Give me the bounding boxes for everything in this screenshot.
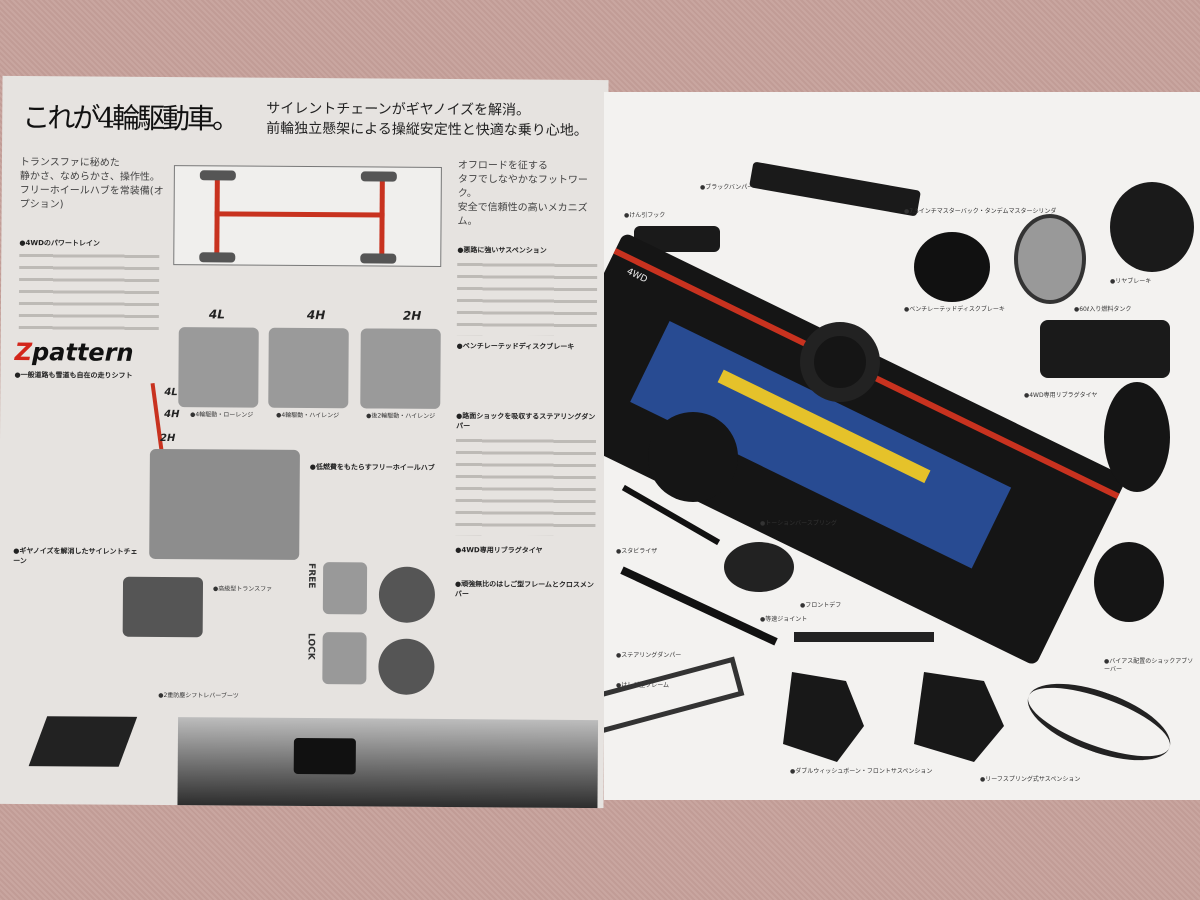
part-label: ●4WD専用リブラグタイヤ (1024, 392, 1098, 399)
subtitle-2: 前輪独立懸架による操縦安定性と快適な乗り心地。 (266, 120, 588, 139)
mode-label: ●後2輪駆動・ハイレンジ (366, 412, 436, 420)
part-label: ●ブラックバンパー (700, 184, 754, 191)
section-heading: ●ベンチレーテッドディスクブレーキ (456, 342, 575, 351)
part-label: ●フロントデフ (800, 602, 842, 609)
front-diff-image (724, 542, 794, 592)
z-pattern-4l: 4L (164, 387, 178, 399)
section-heading: ●低燃費をもたらすフリーホイールハブ (309, 463, 435, 472)
transfer-4l-image (178, 327, 259, 408)
lead-line: オフロードを征する (457, 160, 548, 172)
brochure-left-page: これが4輪駆動車。 サイレントチェーンがギヤノイズを解消。 前輪独立懸架による操… (0, 75, 609, 809)
part-label: ●バイアス配置のショックアブソーバー (1104, 658, 1194, 673)
fuel-tank-image (1040, 320, 1170, 378)
lead-line: フリーホイールハブを常装備(オプション) (19, 185, 164, 211)
tire-front-left (648, 412, 738, 502)
part-label: ●7.5インチマスターバック・タンデムマスターシリンダ (904, 208, 1057, 215)
tire-rear (1094, 542, 1164, 622)
truck-badge: 4WD (624, 266, 649, 286)
part-label: ●等速ジョイント (760, 616, 808, 623)
transfer-case-image (149, 448, 300, 560)
transfer-label: ●高級型トランスファ (212, 585, 273, 593)
section-heading: ●一般道路も雪道も自在の走りシフト (14, 370, 133, 380)
zpattern-logo: Zpattern (14, 337, 134, 367)
part-label: ●スタビライザ (616, 548, 658, 555)
gear-label-4l: 4L (208, 307, 225, 322)
part-label: ●トーションバースプリング (760, 520, 837, 527)
hub-knob-lock-icon (378, 638, 435, 695)
hub-lock-label: LOCK (305, 633, 316, 660)
subtitle-1: サイレントチェーンがギヤノイズを解消。 (266, 100, 531, 119)
part-label: ●リヤブレーキ (1110, 278, 1152, 285)
leaf-spring-image (1018, 668, 1180, 776)
section-heading: ●路面ショックを吸収するステアリングダンパー (456, 412, 596, 431)
hub-free-image (322, 562, 368, 615)
master-cylinder-image (914, 232, 990, 302)
body-text (455, 435, 597, 537)
night-road-photo (177, 717, 599, 809)
mode-label: ●4輪駆動・ローレンジ (190, 411, 254, 419)
hub-knob-free-icon (378, 566, 436, 623)
hub-lock-image (322, 632, 367, 685)
mode-label: ●4輪駆動・ハイレンジ (276, 411, 340, 420)
section-heading: ●ギヤノイズを解消したサイレントチェーン (13, 546, 138, 566)
boot-label: ●2重防塵シフトレバーブーツ (158, 691, 239, 700)
rib-tire-image (1104, 382, 1170, 492)
lead-line: タフでしなやかなフットワーク。 (457, 174, 588, 200)
shift-lever-image (28, 716, 138, 767)
lead-line: 安全で信頼性の高いメカニズム。 (457, 202, 588, 228)
section-heading: ●4WD専用リブラグタイヤ (455, 546, 543, 555)
front-suspension-right-image (914, 672, 1004, 762)
body-text (456, 259, 598, 337)
transfer-2h-image (360, 328, 441, 409)
gear-label-2h: 2H (402, 308, 422, 323)
part-label: ●ステアリングダンパー (616, 652, 682, 659)
truck-photo-small (293, 737, 356, 775)
rear-brake-image (1110, 182, 1194, 272)
section-heading: ●4WDのパワートレイン (19, 239, 100, 248)
front-suspension-left-image (783, 672, 864, 762)
gear-label-4h: 4H (306, 308, 326, 323)
part-label: ●60ℓ入り燃料タンク (1074, 306, 1132, 313)
page-title: これが4輪駆動車。 (22, 101, 238, 136)
brochure-right-page: ●ブラックバンパー ●けん引フック 4WD ●7.5インチマスターバック・タンデ… (604, 92, 1200, 800)
lead-text-transfer: トランスファに秘めた 静かさ、なめらかさ、操作性。 フリーホイールハブを常装備(… (20, 156, 166, 213)
z-pattern-4h: 4H (164, 409, 180, 421)
black-bumper-image (749, 161, 921, 217)
tire-front (800, 322, 880, 402)
part-label: ●リーフスプリング式サスペンション (980, 776, 1081, 783)
chassis-diagram (173, 165, 442, 267)
lead-line: 静かさ、なめらかさ、操作性。 (19, 171, 160, 183)
part-label: ●けん引フック (624, 212, 666, 219)
silent-chain-image (122, 576, 204, 638)
ladder-frame-image (604, 656, 745, 768)
transfer-4h-image (268, 327, 349, 409)
part-label: ●はしご型フレーム (616, 682, 670, 689)
section-heading: ●頑強無比のはしご型フレームとクロスメンバー (454, 580, 594, 599)
lead-line: トランスファに秘めた (19, 157, 120, 169)
lead-text-suspension: オフロードを征する タフでしなやかなフットワーク。 安全で信頼性の高いメカニズム… (457, 159, 599, 230)
cv-joint-image (794, 632, 934, 642)
z-pattern-2h: 2H (159, 433, 176, 445)
part-label: ●ダブルウィッシュボーン・フロントサスペンション (790, 768, 933, 775)
part-label: ●ベンチレーテッドディスクブレーキ (904, 306, 1005, 313)
section-heading: ●悪路に強いサスペンション (457, 246, 547, 255)
hub-free-label: FREE (305, 563, 317, 589)
body-text (18, 250, 160, 331)
disc-brake-image (1014, 214, 1086, 304)
